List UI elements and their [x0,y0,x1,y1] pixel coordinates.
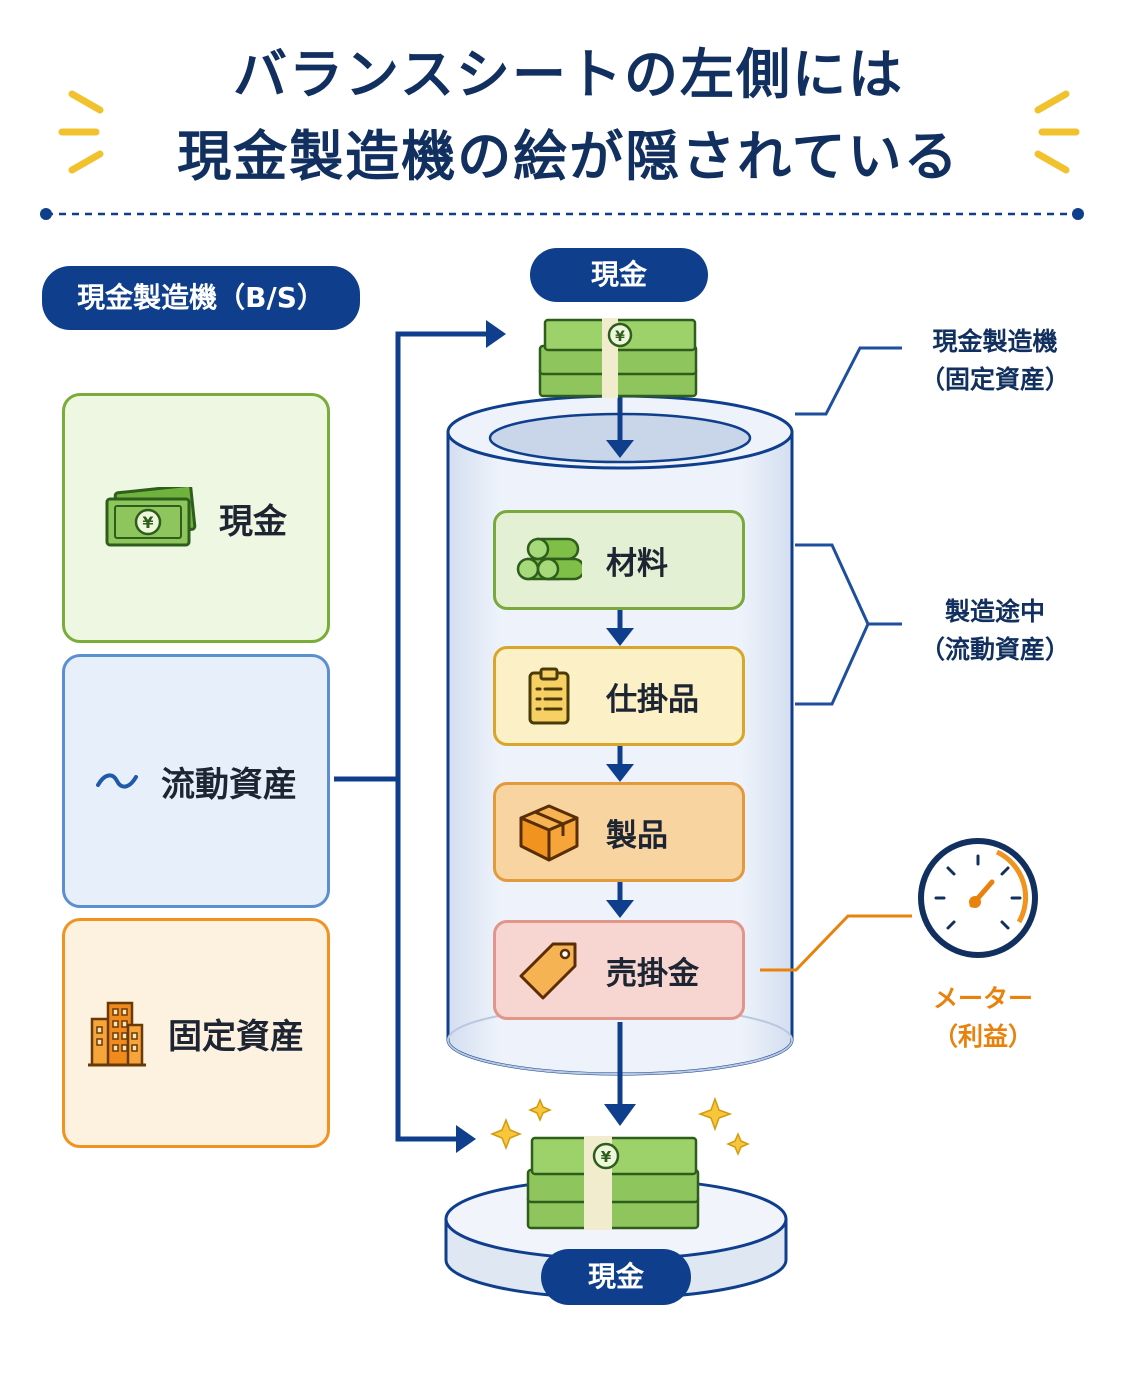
bs-item-cash-label: 現金 [219,501,287,542]
cash-output-label: 現金 [541,1249,691,1305]
clipboard-icon [514,667,584,725]
annotation-meter: メーター （利益） [898,980,1068,1056]
step-accounts-receivable: 売掛金 [493,920,745,1020]
building-icon [88,999,146,1067]
banknote-icon: ¥ [105,487,197,549]
annotation-meter-line1: メーター [932,984,1033,1013]
machine-arrows [604,384,636,1126]
step-materials-label: 材料 [606,545,668,582]
bs-item-cash: ¥ 現金 [62,393,330,643]
cash-input-label: 現金 [530,248,708,302]
annotation-current-assets: 製造途中 （流動資産） [905,593,1085,669]
step-work-in-progress: 仕掛品 [493,646,745,746]
step-products-label: 製品 [606,817,668,854]
balance-sheet-label: 現金製造機（B/S） [42,266,360,330]
annotation-process-line2: （流動資産） [919,635,1070,664]
bs-item-current-assets: 流動資産 [62,654,330,908]
step-accounts-receivable-label: 売掛金 [606,955,699,992]
tilde-icon [95,769,139,793]
title-line-2: 現金製造機の絵が隠されている [177,125,960,188]
cash-stack-bottom-icon: ¥ [526,1136,700,1230]
tag-icon [514,940,584,1000]
annotation-fixed-assets: 現金製造機 （固定資産） [905,323,1085,399]
annotation-meter-line2: （利益） [932,1022,1033,1051]
logs-icon [514,533,584,587]
sparkle-icons [489,1096,750,1156]
title-sparkle-left [58,90,104,174]
title-line-1: バランスシートの左側には [233,43,904,106]
step-products: 製品 [493,782,745,882]
bs-item-fixed-assets-label: 固定資産 [168,1016,304,1057]
flow-connector [334,320,506,1153]
divider [40,208,1084,220]
annotation-lines [760,346,912,972]
gauge-icon [918,838,1038,958]
step-materials: 材料 [493,510,745,610]
bs-item-current-assets-label: 流動資産 [161,764,297,805]
cash-stack-top-icon: ¥ [538,318,698,398]
annotation-process-line1: 製造途中 [944,597,1045,626]
box-icon [514,802,584,862]
annotation-fixed-line1: 現金製造機 [932,327,1058,356]
svg-text:¥: ¥ [142,513,153,532]
step-work-in-progress-label: 仕掛品 [606,681,699,718]
bs-item-fixed-assets: 固定資産 [62,918,330,1148]
annotation-fixed-line2: （固定資産） [919,365,1070,394]
svg-text:¥: ¥ [615,329,625,345]
svg-text:¥: ¥ [601,1148,612,1166]
title-sparkle-right [1034,90,1080,174]
